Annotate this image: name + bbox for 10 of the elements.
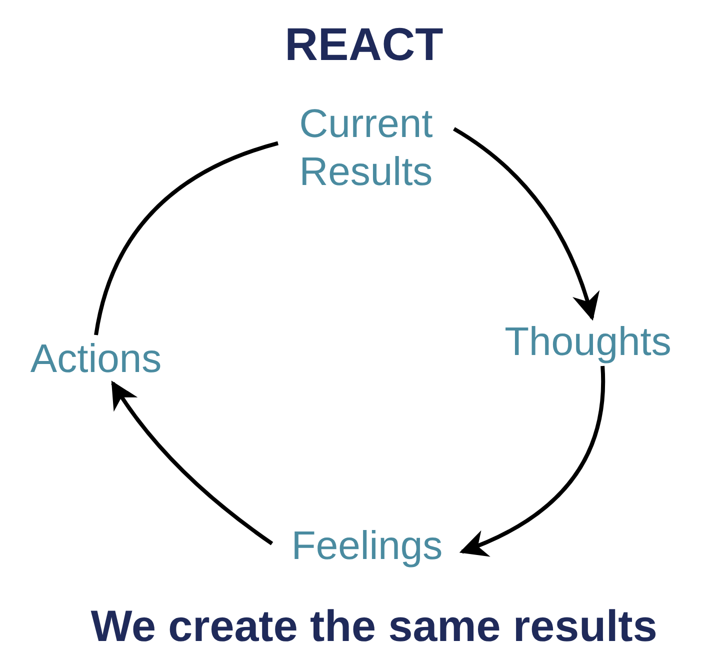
caption: We create the same results [90, 601, 658, 647]
curved-arrow [111, 380, 274, 546]
title: REACT [284, 17, 444, 72]
cycle-label: Current Results [298, 101, 434, 196]
cycle-label: Actions [29, 336, 163, 383]
cycle-label: Thoughts [504, 319, 672, 366]
curved-line [94, 141, 279, 336]
cycle-label: Feelings [290, 523, 444, 570]
curved-arrow [452, 127, 599, 321]
curved-arrow [459, 366, 606, 556]
